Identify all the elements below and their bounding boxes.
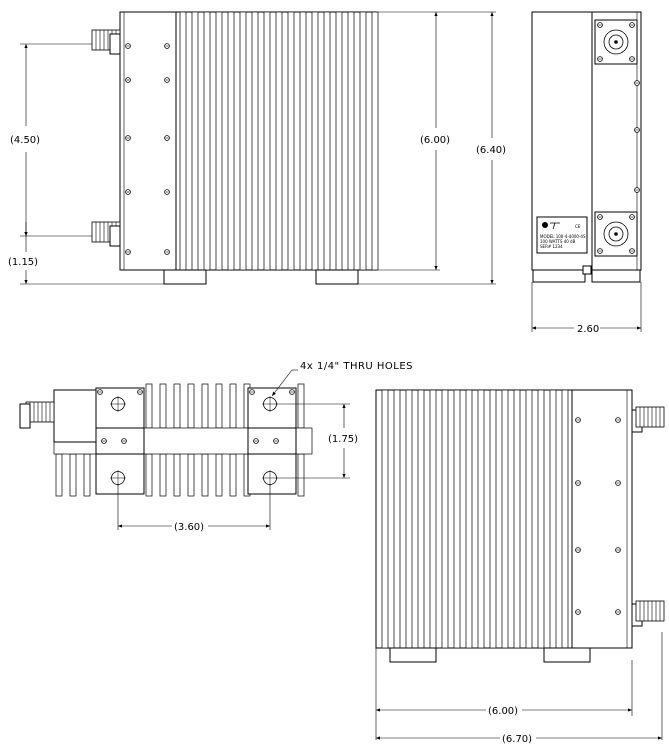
side-view-label-plate: CE MODEL 100-4-4000-4S 100 WATTS 40 dB S…: [536, 216, 588, 254]
brand-logo-icon: [550, 222, 560, 230]
dim-port-spacing: (4.50): [10, 135, 40, 146]
bottom-view-fins: [381, 389, 569, 649]
heatsink-fin: [173, 453, 181, 497]
front-view-fins: [179, 11, 379, 271]
heatsink-fin: [335, 11, 343, 271]
front-view-body: [119, 11, 377, 271]
heatsink-fin: [489, 389, 497, 649]
side-view-connector-top: [594, 19, 638, 65]
heatsink-fin: [187, 383, 195, 429]
heatsink-fin: [371, 11, 379, 271]
label-line-2: 100 WATTS 40 dB: [540, 239, 576, 244]
heatsink-fin: [441, 389, 449, 649]
heatsink-fin: [417, 389, 425, 649]
heatsink-fin: [191, 11, 199, 271]
heatsink-fin: [297, 453, 305, 497]
heatsink-fin: [561, 389, 569, 649]
heatsink-fin: [263, 11, 271, 271]
front-view-dimension-lines: [20, 11, 496, 285]
heatsink-fin: [287, 11, 295, 271]
bottom-view: (6.00) (6.70): [375, 389, 665, 745]
heatsink-fin: [549, 389, 557, 649]
heatsink-fin: [359, 11, 367, 271]
heatsink-fin: [215, 453, 223, 497]
heatsink-fin: [477, 389, 485, 649]
note-thru-holes: 4x 1/4" THRU HOLES: [300, 361, 413, 372]
heatsink-fin: [187, 453, 195, 497]
heatsink-fin: [173, 383, 181, 429]
top-view: 4x 1/4" THRU HOLES (1.75) (3.60): [19, 361, 413, 533]
logo-icon: [542, 222, 548, 228]
heatsink-fin: [297, 383, 305, 429]
ce-mark-icon: CE: [575, 224, 581, 229]
heatsink-fin: [227, 11, 235, 271]
dim-hole-spacing-vertical: (1.75): [328, 434, 358, 445]
heatsink-fin: [299, 11, 307, 271]
heatsink-fin: [347, 11, 355, 271]
heatsink-fin: [381, 389, 389, 649]
front-view-connectors: [91, 29, 121, 247]
heatsink-fin: [429, 389, 437, 649]
heatsink-fin: [323, 11, 331, 271]
heatsink-fin: [251, 11, 259, 271]
side-view: CE MODEL 100-4-4000-4S 100 WATTS 40 dB S…: [531, 11, 642, 335]
heatsink-fin: [393, 389, 401, 649]
heatsink-fin: [275, 11, 283, 271]
dim-depth: 2.60: [577, 324, 599, 335]
heatsink-fin: [69, 453, 77, 497]
heatsink-fin: [525, 389, 533, 649]
heatsink-fin: [83, 453, 91, 497]
dim-overall-width: (6.70): [502, 734, 532, 745]
heatsink-fin: [311, 11, 319, 271]
heatsink-fin: [203, 11, 211, 271]
label-line-3: SER# 1234: [540, 244, 563, 249]
heatsink-fin: [159, 453, 167, 497]
dim-body-width: (6.00): [488, 706, 518, 717]
dim-port-offset: (1.15): [8, 257, 38, 268]
front-view-feet: [163, 269, 359, 285]
heatsink-fin: [201, 453, 209, 497]
heatsink-fin: [465, 389, 473, 649]
side-view-connector-bottom: [594, 211, 638, 257]
dim-body-height: (6.00): [420, 135, 450, 146]
top-view-connector-housing: [53, 389, 97, 443]
heatsink-fin: [145, 383, 153, 429]
side-view-feet: [532, 265, 641, 283]
heatsink-fin: [537, 389, 545, 649]
front-view: (4.50) (1.15) (6.00) (6.40): [8, 11, 506, 285]
heatsink-fin: [501, 389, 509, 649]
heatsink-fin: [229, 453, 237, 497]
heatsink-fin: [159, 383, 167, 429]
heatsink-fin: [145, 453, 153, 497]
heatsink-fin: [179, 11, 187, 271]
heatsink-fin: [215, 11, 223, 271]
label-line-1: MODEL 100-4-4000-4S: [540, 234, 586, 239]
heatsink-fin: [453, 389, 461, 649]
heatsink-fin: [215, 383, 223, 429]
heatsink-fin: [229, 383, 237, 429]
bottom-view-connectors: [631, 406, 665, 627]
heatsink-fin: [405, 389, 413, 649]
heatsink-fin: [239, 11, 247, 271]
heatsink-fin: [513, 389, 521, 649]
bottom-view-feet: [389, 647, 591, 663]
heatsink-fin: [201, 383, 209, 429]
dim-overall-height: (6.40): [476, 145, 506, 156]
dim-hole-spacing-horizontal: (3.60): [174, 522, 204, 533]
heatsink-fin: [55, 453, 63, 497]
